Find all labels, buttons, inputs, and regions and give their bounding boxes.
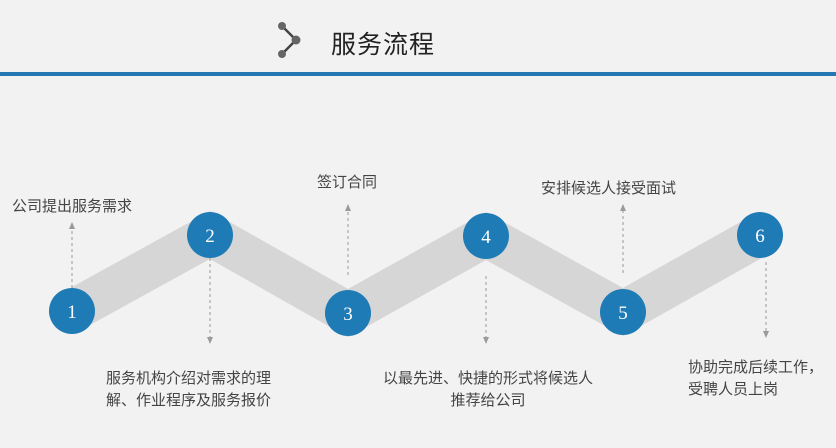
step-node-2: 2 <box>187 212 233 258</box>
step-label-4: 以最先进、快捷的形式将候选人 推荐给公司 <box>372 367 604 411</box>
step-number-5: 5 <box>618 303 628 324</box>
step-label-5: 安排候选人接受面试 <box>541 179 677 197</box>
header-divider-bar <box>0 72 836 76</box>
step-number-4: 4 <box>481 227 491 248</box>
step-node-4: 4 <box>463 213 509 259</box>
share-nodes-icon <box>278 22 301 58</box>
step-label-6-line-1: 协助完成后续工作， <box>688 358 824 376</box>
step-label-2: 服务机构介绍对需求的理 解、作业程序及服务报价 <box>106 367 271 411</box>
step-number-1: 1 <box>67 302 77 323</box>
step-number-6: 6 <box>755 226 765 247</box>
step-label-2-line-1: 服务机构介绍对需求的理 <box>106 369 272 387</box>
step-node-1: 1 <box>49 288 95 334</box>
step-node-5: 5 <box>600 289 646 335</box>
step-number-2: 2 <box>205 226 215 247</box>
step-node-3: 3 <box>325 290 371 336</box>
step-label-3: 签订合同 <box>317 173 378 191</box>
step-label-6: 协助完成后续工作， 受聘人员上岗 <box>688 356 823 400</box>
zigzag-band <box>61 210 771 338</box>
page-title: 服务流程 <box>331 30 436 59</box>
step-label-2-line-2: 解、作业程序及服务报价 <box>106 391 272 409</box>
step-label-4-line-1: 以最先进、快捷的形式将候选人 <box>382 369 593 387</box>
step-label-6-line-2: 受聘人员上岗 <box>688 380 779 398</box>
step-label-4-line-2: 推荐给公司 <box>450 391 526 409</box>
step-number-3: 3 <box>343 304 353 325</box>
step-node-6: 6 <box>737 212 783 258</box>
step-label-1: 公司提出服务需求 <box>12 197 133 215</box>
